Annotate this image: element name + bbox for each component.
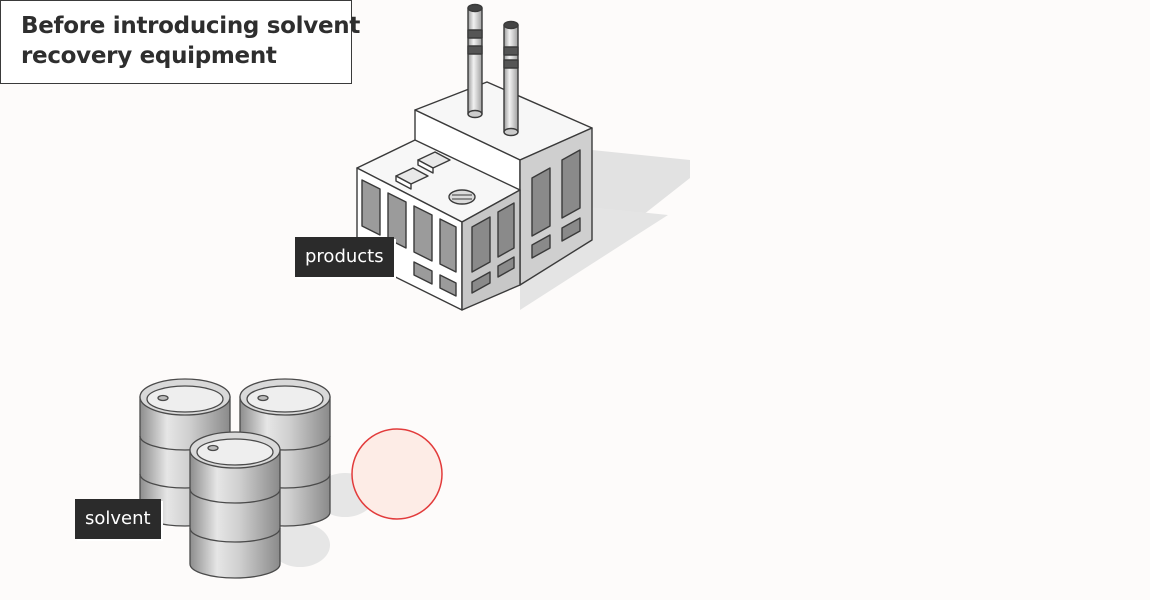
oil-drum-icon	[139, 378, 375, 579]
circle-marker-icon	[351, 428, 443, 520]
title-box: Before introducing solvent recovery equi…	[0, 0, 361, 84]
title-line-2: recovery equipment	[21, 43, 277, 69]
solvent-label: solvent	[75, 499, 161, 539]
title-line-1: Before introducing solvent	[21, 13, 361, 39]
factory-icon	[356, 3, 690, 311]
products-label: products	[295, 237, 394, 277]
